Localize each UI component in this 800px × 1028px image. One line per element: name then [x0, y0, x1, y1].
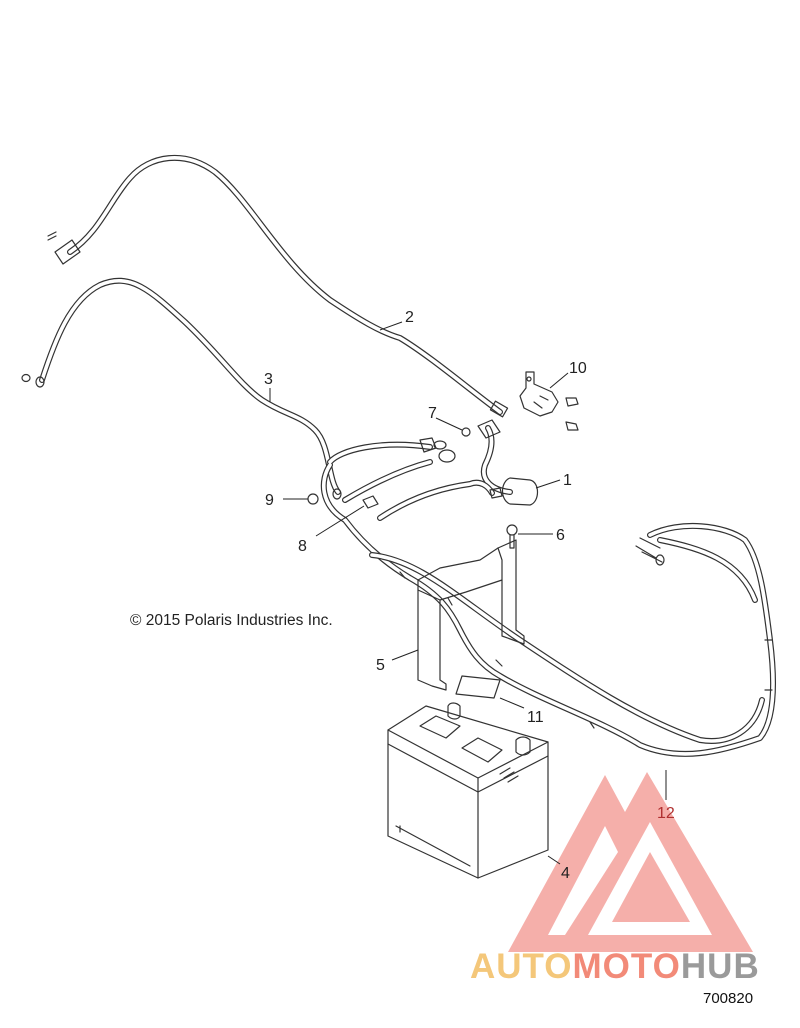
- callout-5: 5: [376, 657, 385, 674]
- nut-9: [307, 493, 319, 505]
- figure-number: 700820: [703, 990, 753, 1007]
- decal-11: [455, 675, 501, 699]
- callout-1: 1: [563, 472, 572, 489]
- callout-9: 9: [265, 492, 274, 509]
- cable-12-harness: [320, 437, 776, 757]
- cable-1: [477, 419, 539, 506]
- nut-7: [461, 427, 471, 437]
- callout-3: 3: [264, 371, 273, 388]
- callout-2: 2: [405, 309, 414, 326]
- callout-11: 11: [527, 709, 544, 726]
- callout-4: 4: [561, 865, 570, 882]
- watermark-moto: MOTO: [573, 947, 681, 986]
- callout-7: 7: [428, 405, 437, 422]
- watermark-logo-icon: [508, 772, 753, 952]
- callout-6: 6: [556, 527, 565, 544]
- cable-2: [47, 154, 509, 418]
- bolt-6: [506, 524, 518, 549]
- battery-4: [387, 702, 549, 879]
- cable-3: [21, 277, 342, 500]
- clip-8: [362, 495, 379, 509]
- leader-lines: [269, 321, 667, 865]
- watermark-auto: AUTO: [470, 947, 573, 986]
- callout-12: 12: [657, 805, 675, 822]
- watermark-hub: HUB: [681, 947, 760, 986]
- copyright-notice: © 2015 Polaris Industries Inc.: [130, 612, 333, 629]
- callout-10: 10: [569, 360, 587, 377]
- battery-bracket-5: [417, 539, 525, 691]
- watermark-wordmark: AUTOMOTOHUB: [470, 947, 760, 986]
- solenoid-10: [519, 371, 579, 431]
- callout-8: 8: [298, 538, 307, 555]
